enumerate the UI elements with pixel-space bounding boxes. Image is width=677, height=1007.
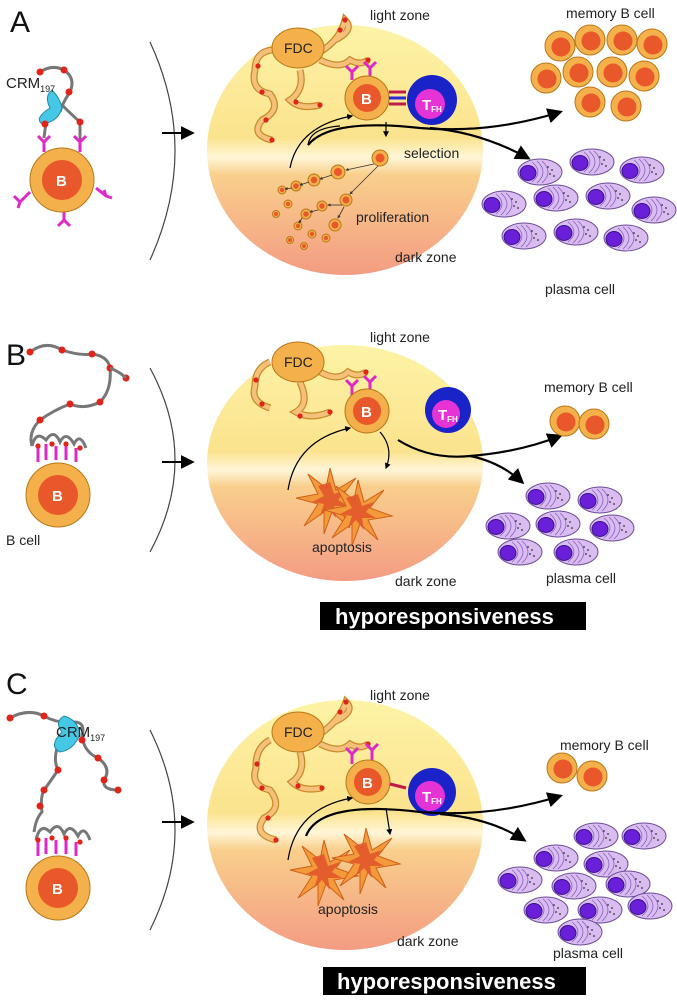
cell-label: B	[362, 775, 373, 792]
memory-b-cluster-b	[549, 405, 610, 440]
cell-label: B	[56, 173, 67, 190]
bracket	[149, 729, 176, 931]
b-cell-label: B cell	[6, 532, 40, 548]
b-cell-c: B	[25, 835, 91, 921]
tfh-cell-b: TFH	[425, 387, 471, 433]
polysaccharide-chain-b	[26, 344, 130, 449]
fdc-b: FDC	[250, 341, 369, 420]
fdc-label: FDC	[284, 354, 313, 370]
fdc-a: FDC	[250, 13, 371, 144]
bracket	[149, 41, 176, 261]
antigen-label: CRM197	[6, 75, 55, 94]
banner-text: hyporesponsiveness	[335, 604, 554, 629]
bracket	[149, 367, 176, 553]
memory-b-cluster-c	[546, 752, 608, 792]
cell-label: B	[361, 91, 372, 108]
germinal-center	[207, 700, 483, 950]
light-zone-label: light zone	[370, 329, 430, 345]
conjugate-vaccine-c: CRM197	[6, 711, 122, 841]
plasma-cluster-a	[481, 148, 677, 252]
proliferation-label: proliferation	[356, 209, 429, 225]
proliferation-cluster	[272, 149, 389, 250]
panel-a: A CRM197 B light zone dar	[6, 5, 677, 297]
apoptosis-label: apoptosis	[312, 539, 372, 555]
b-cell-b: B	[25, 441, 91, 528]
b-cell-a: B	[12, 134, 113, 228]
cell-label: B	[52, 881, 63, 898]
tfh-cell-a: TFH	[407, 75, 457, 125]
banner-text: hyporesponsiveness	[337, 969, 556, 994]
tfh-label: TFH	[422, 97, 442, 114]
plasma-cell-label: plasma cell	[553, 945, 623, 961]
tfh-cell-c: TFH	[408, 768, 456, 816]
conjugate-vaccine-a: CRM197	[6, 65, 84, 140]
cell-label: B	[52, 488, 63, 505]
memory-b-cluster-a	[530, 24, 668, 122]
plasma-cell-label: plasma cell	[545, 281, 615, 297]
fdc-label: FDC	[284, 724, 313, 740]
tfh-label: TFH	[422, 789, 442, 806]
dark-zone-label: dark zone	[395, 573, 457, 589]
light-zone-label: light zone	[370, 7, 430, 23]
gc-b-cell-b: B	[344, 374, 390, 434]
cell-label: B	[361, 404, 372, 421]
hyporesponsiveness-banner	[320, 602, 586, 630]
antigen-label: CRM197	[56, 724, 105, 743]
memory-b-label: memory B cell	[544, 379, 633, 395]
plasma-cell-label: plasma cell	[546, 570, 616, 586]
fdc-c: FDC	[251, 695, 371, 844]
panel-b: B B B cell light zone dark zone	[6, 329, 635, 630]
apoptosis-label: apoptosis	[318, 901, 378, 917]
germinal-center	[207, 345, 483, 581]
tfh-label: TFH	[438, 407, 458, 424]
gc-b-cell-a: B	[344, 60, 406, 121]
selection-label: selection	[404, 145, 459, 161]
dark-zone-label: dark zone	[397, 933, 459, 949]
panel-letter: A	[10, 6, 30, 39]
memory-b-label: memory B cell	[560, 737, 649, 753]
plasma-cluster-c	[497, 822, 673, 946]
panel-letter: B	[6, 339, 26, 372]
fdc-label: FDC	[284, 40, 313, 56]
hyporesponsiveness-banner	[323, 967, 586, 995]
panel-c: C CRM197 B light zone dark zone	[6, 668, 673, 995]
dark-zone-label: dark zone	[395, 249, 457, 265]
gc-b-cell-c: B	[344, 742, 407, 805]
light-zone-label: light zone	[370, 687, 430, 703]
memory-b-label: memory B cell	[566, 5, 655, 21]
plasma-cluster-b	[485, 482, 635, 566]
panel-letter: C	[6, 668, 28, 701]
